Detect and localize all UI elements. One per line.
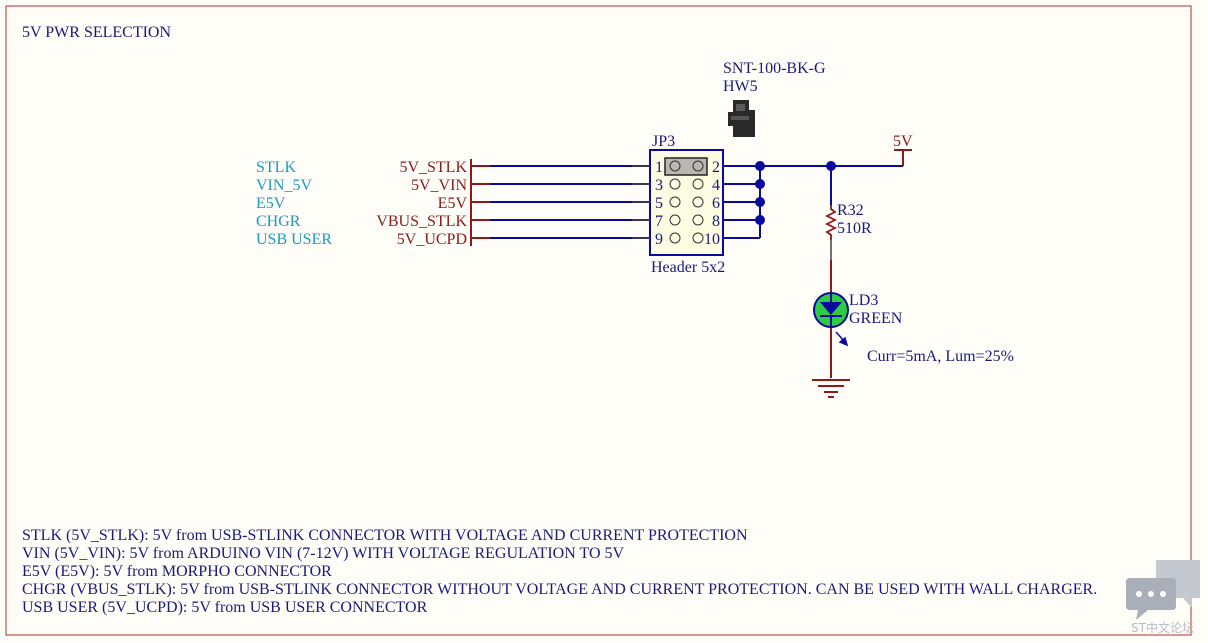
net-label: 5V_UCPD bbox=[397, 231, 467, 248]
net-label: 5V_STLK bbox=[399, 159, 467, 176]
source-label: CHGR bbox=[256, 213, 301, 230]
source-label: VIN_5V bbox=[256, 177, 312, 194]
jumper-part-number: SNT-100-BK-G bbox=[723, 60, 826, 77]
resistor-value: 510R bbox=[837, 220, 872, 237]
note-line: STLK (5V_STLK): 5V from USB-STLINK CONNE… bbox=[22, 527, 748, 544]
led-note: Curr=5mA, Lum=25% bbox=[867, 348, 1014, 365]
pin-number: 10 bbox=[704, 231, 720, 248]
pin-number: 5 bbox=[655, 195, 663, 212]
note-line: CHGR (VBUS_STLK): 5V from USB-STLINK CON… bbox=[22, 581, 1097, 598]
source-label: STLK bbox=[256, 159, 296, 176]
header-name: Header 5x2 bbox=[651, 259, 725, 276]
source-label: USB USER bbox=[256, 231, 332, 248]
header-pin-numbers: 1 3 5 7 9 2 4 6 8 10 bbox=[655, 159, 720, 248]
emission-arrow-icon bbox=[835, 331, 849, 347]
source-label: E5V bbox=[256, 195, 286, 212]
ground-icon bbox=[812, 379, 850, 398]
led-ld3: LD3 GREEN Curr=5mA, Lum=25% bbox=[813, 292, 1014, 378]
pin-number: 9 bbox=[655, 231, 663, 248]
forum-logo-icon bbox=[1126, 560, 1200, 620]
header-pin-circles bbox=[669, 160, 704, 244]
pin-number: 6 bbox=[712, 195, 720, 212]
resistor-r32: R32 510R bbox=[824, 202, 872, 292]
sheet-border bbox=[5, 5, 1192, 636]
power-net-label: 5V bbox=[893, 133, 913, 150]
jumper-ref: HW5 bbox=[723, 78, 758, 95]
source-wires bbox=[490, 165, 650, 239]
led-value: GREEN bbox=[849, 310, 903, 327]
pin-number: 3 bbox=[655, 177, 663, 194]
output-wires bbox=[723, 165, 903, 239]
installed-jumper bbox=[664, 157, 708, 176]
pin-stubs bbox=[632, 165, 650, 239]
pin-number: 2 bbox=[712, 159, 720, 176]
net-labels: 5V_STLK 5V_VIN E5V VBUS_STLK 5V_UCPD bbox=[376, 159, 467, 248]
watermark-text: ST中文论坛 bbox=[1131, 620, 1194, 635]
junction-dots bbox=[755, 161, 836, 225]
pin-number: 1 bbox=[655, 159, 663, 176]
note-line: E5V (E5V): 5V from MORPHO CONNECTOR bbox=[22, 563, 332, 580]
header-ref: JP3 bbox=[652, 133, 675, 150]
net-port-bars bbox=[470, 159, 490, 246]
source-labels: STLK VIN_5V E5V CHGR USB USER bbox=[256, 159, 332, 248]
notes-block: STLK (5V_STLK): 5V from USB-STLINK CONNE… bbox=[22, 527, 1097, 616]
note-line: USB USER (5V_UCPD): 5V from USB USER CON… bbox=[22, 599, 428, 616]
resistor-ref: R32 bbox=[837, 202, 864, 219]
pin-number: 4 bbox=[712, 177, 720, 194]
pin-number: 8 bbox=[712, 213, 720, 230]
pin-number: 7 bbox=[655, 213, 663, 230]
net-label: VBUS_STLK bbox=[376, 213, 467, 230]
net-label: E5V bbox=[438, 195, 468, 212]
sheet-title: 5V PWR SELECTION bbox=[22, 24, 171, 41]
net-label: 5V_VIN bbox=[411, 177, 467, 194]
jumper-cap-icon bbox=[728, 100, 755, 137]
note-line: VIN (5V_VIN): 5V from ARDUINO VIN (7-12V… bbox=[22, 545, 625, 562]
led-ref: LD3 bbox=[849, 292, 878, 309]
power-port-5v: 5V bbox=[893, 133, 913, 166]
